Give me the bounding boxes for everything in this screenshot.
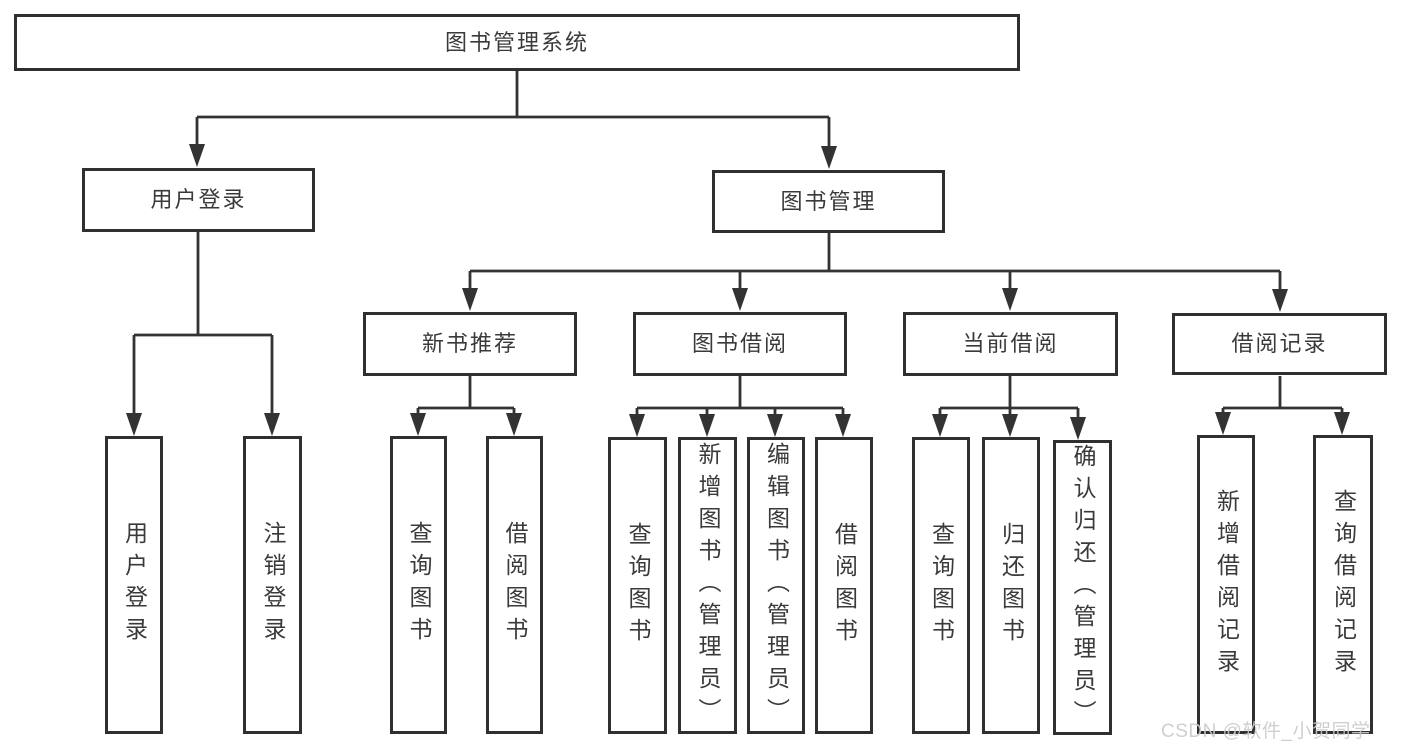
node-borrowing-records-label: 借阅记录 <box>1231 331 1328 356</box>
leaf-query-borrow-record-label: 查询借阅记录 <box>1330 488 1357 681</box>
connector-borrowrecords-to-leaves <box>1215 376 1350 435</box>
leaf-add-borrow-record-label: 新增借阅记录 <box>1213 488 1240 681</box>
connector-bookmgmt-to-level3 <box>462 232 1288 312</box>
node-book-borrowing: 图书借阅 <box>633 312 847 376</box>
leaf-confirm-return-admin-label: 确认归还（管理员） <box>1070 443 1096 732</box>
node-book-management-label: 图书管理 <box>780 188 877 214</box>
leaf-query-books-current: 查询图书 <box>912 437 970 734</box>
node-user-login-label: 用户登录 <box>150 187 247 212</box>
leaf-confirm-return-admin: 确认归还（管理员） <box>1053 440 1112 735</box>
leaf-borrow-books-label: 借阅图书 <box>831 521 858 650</box>
leaf-edit-books-admin-label: 编辑图书（管理员） <box>763 441 790 730</box>
node-borrowing-records: 借阅记录 <box>1172 313 1387 375</box>
node-new-book-recommend-label: 新书推荐 <box>421 331 518 356</box>
node-new-book-recommend: 新书推荐 <box>363 312 577 376</box>
leaf-query-borrow-record: 查询借阅记录 <box>1313 435 1373 734</box>
connector-root-to-level2 <box>189 71 837 169</box>
leaf-edit-books-admin: 编辑图书（管理员） <box>747 437 805 734</box>
node-book-borrowing-label: 图书借阅 <box>691 331 788 356</box>
leaf-add-books-admin-label: 新增图书（管理员） <box>695 441 721 730</box>
leaf-borrow-books-recommend: 借阅图书 <box>486 436 543 734</box>
leaf-user-login-label: 用户登录 <box>121 521 148 649</box>
node-root-label: 图书管理系统 <box>444 29 589 55</box>
node-current-borrowing: 当前借阅 <box>903 312 1118 376</box>
leaf-return-books-label: 归还图书 <box>998 521 1025 650</box>
leaf-logout-label: 注销登录 <box>260 521 286 649</box>
node-user-login: 用户登录 <box>82 168 315 232</box>
connector-currentborrow-to-leaves <box>932 376 1086 440</box>
leaf-query-books-borrow-label: 查询图书 <box>625 521 651 650</box>
connector-userlogin-to-leaves <box>126 231 280 436</box>
leaf-query-books-current-label: 查询图书 <box>928 521 955 650</box>
watermark: CSDN @软件_小贺同学 <box>1161 721 1371 742</box>
leaf-query-books-recommend-label: 查询图书 <box>406 521 432 649</box>
leaf-add-books-admin: 新增图书（管理员） <box>678 437 737 734</box>
leaf-add-borrow-record: 新增借阅记录 <box>1197 435 1255 734</box>
connector-newbook-to-leaves <box>410 376 522 436</box>
leaf-borrow-books-recommend-label: 借阅图书 <box>502 521 528 649</box>
node-book-management: 图书管理 <box>712 170 945 233</box>
node-root: 图书管理系统 <box>14 14 1020 71</box>
leaf-user-login: 用户登录 <box>105 436 163 734</box>
leaf-logout: 注销登录 <box>243 436 302 734</box>
leaf-return-books: 归还图书 <box>982 437 1040 734</box>
leaf-query-books-borrow: 查询图书 <box>608 437 667 734</box>
leaf-borrow-books: 借阅图书 <box>815 437 873 734</box>
connector-bookborrow-to-leaves <box>629 376 851 437</box>
leaf-query-books-recommend: 查询图书 <box>390 436 447 734</box>
node-current-borrowing-label: 当前借阅 <box>962 331 1059 356</box>
